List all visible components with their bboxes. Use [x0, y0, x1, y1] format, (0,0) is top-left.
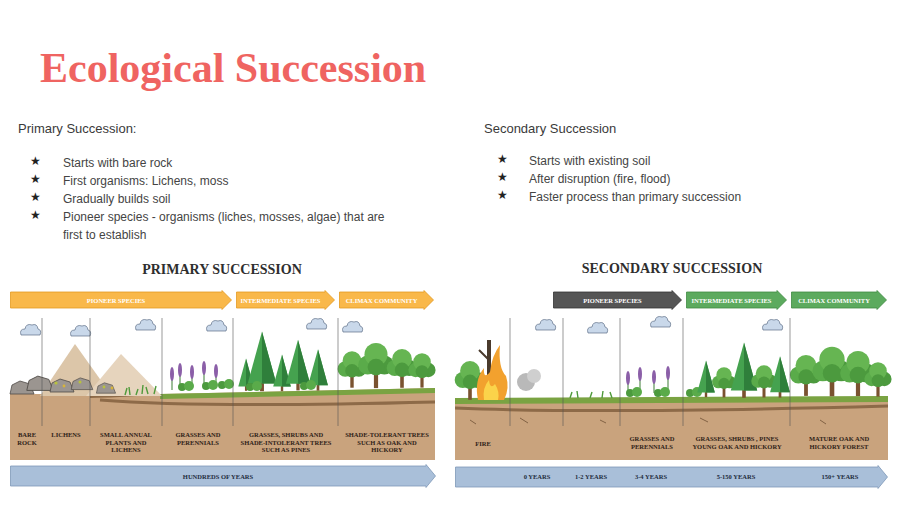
- bullet-star: ★: [497, 152, 517, 166]
- arrow-text: PIONEER SPECIES: [87, 297, 145, 304]
- stage-arrow: PIONEER SPECIES: [10, 290, 232, 310]
- bullet-text: Starts with existing soil: [529, 152, 869, 170]
- bullet-star: ★: [30, 154, 50, 168]
- stage-label: MATURE OAK AND HICKORY FOREST: [793, 435, 885, 450]
- stage-label: FIRE: [458, 440, 508, 448]
- stage-label: SHADE-TOLERANT TREES SUCH AS OAK AND HIC…: [341, 431, 433, 454]
- bullet-star: ★: [497, 170, 517, 184]
- stage-arrow: CLIMAX COMMUNITY: [791, 290, 887, 310]
- arrow-text: 0 YEARS: [524, 473, 551, 480]
- bullet-text: Faster process than primary succession: [529, 188, 869, 206]
- page-title: Ecological Succession: [40, 44, 426, 92]
- arrow-text: 1-2 YEARS: [575, 473, 607, 480]
- section-heading: Secondary Succession: [484, 121, 784, 136]
- stage-label: GRASSES, SHRUBS AND SHADE-INTOLERANT TRE…: [237, 431, 335, 454]
- stage-label: GRASSES, SHRUBS , PINES YOUNG OAK AND HI…: [686, 435, 788, 450]
- arrow-text: HUNDREDS OF YEARS: [183, 473, 253, 480]
- stage-arrow: CLIMAX COMMUNITY: [339, 290, 434, 310]
- stage-arrow: INTERMEDIATE SPECIES: [236, 290, 335, 310]
- timeline-arrow: HUNDREDS OF YEARS: [10, 464, 436, 488]
- stage-label: BARE ROCK: [11, 431, 43, 446]
- bullet-star: ★: [497, 188, 517, 202]
- stage-label: SMALL ANNUAL PLANTS AND LICHENS: [92, 431, 160, 454]
- bullet-text: Pioneer species - organisms (liches, mos…: [63, 208, 393, 244]
- arrow-text: PIONEER SPECIES: [583, 297, 641, 304]
- arrow-text: 150+ YEARS: [822, 473, 859, 480]
- stage-arrow: PIONEER SPECIES: [553, 290, 682, 310]
- arrow-text: 3-4 YEARS: [635, 473, 667, 480]
- arrow-text: CLIMAX COMMUNITY: [798, 297, 870, 304]
- stage-label: GRASSES AND PERENNIALS: [165, 431, 231, 446]
- arrow-text: CLIMAX COMMUNITY: [346, 297, 418, 304]
- bullet-text: Starts with bare rock: [63, 154, 403, 172]
- stage-label: GRASSES AND PERENNIALS: [622, 435, 682, 450]
- stage-arrow: INTERMEDIATE SPECIES: [686, 290, 787, 310]
- bullet-star: ★: [30, 190, 50, 204]
- diagram-title: PRIMARY SUCCESSION: [117, 262, 327, 278]
- section-heading: Primary Succession:: [18, 121, 318, 136]
- bullet-text: First organisms: Lichens, moss: [63, 172, 403, 190]
- bullet-text: After disruption (fire, flood): [529, 170, 869, 188]
- bullet-text: Gradually builds soil: [63, 190, 403, 208]
- stage-label: LICHENS: [43, 431, 89, 439]
- bullet-star: ★: [30, 208, 50, 222]
- diagram-title: SECONDARY SUCCESSION: [567, 261, 777, 277]
- bullet-star: ★: [30, 172, 50, 186]
- arrow-text: INTERMEDIATE SPECIES: [241, 297, 321, 304]
- arrow-text: INTERMEDIATE SPECIES: [692, 297, 772, 304]
- arrow-text: 5-150 YEARS: [717, 473, 756, 480]
- timeline-arrow: 0 YEARS 1-2 YEARS 3-4 YEARS 5-150 YEARS 150+…: [455, 465, 888, 489]
